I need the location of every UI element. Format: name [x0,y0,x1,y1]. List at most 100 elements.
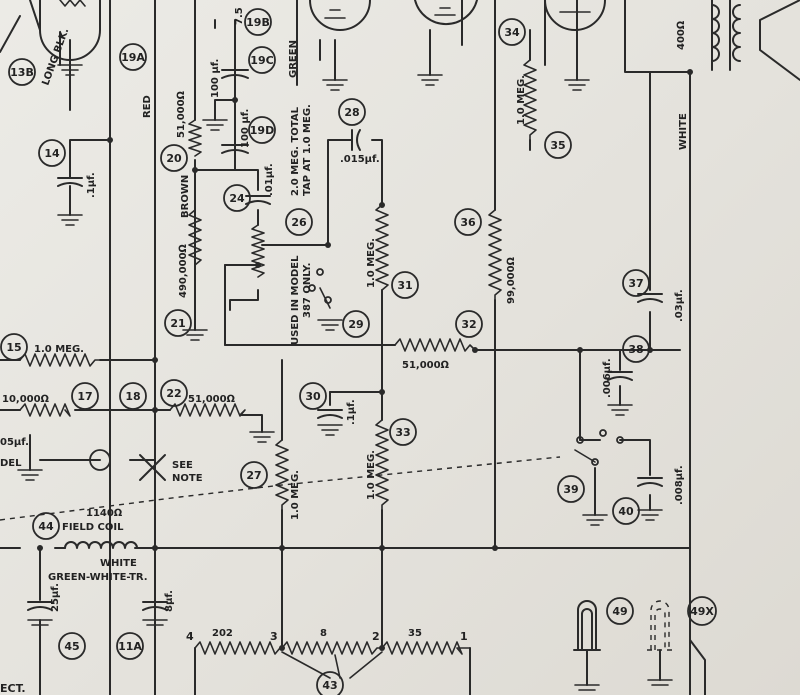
ref-11a: 11A [118,640,142,653]
label-used-note1: USED IN MODEL [290,255,301,345]
label-tap2: 2 [372,630,380,643]
label-r-top: 7.5 [234,7,245,25]
ref-44: 44 [38,520,54,533]
label-r8: 8 [320,628,327,639]
lamp-49x [647,600,673,651]
lamp-49 [573,600,601,651]
resistor-22 [169,403,246,417]
ref-22: 22 [166,387,181,400]
label-used-note2: 387 ONLY. [302,263,313,318]
label-long-blk: LONG BLK. [40,27,71,87]
ref-19b: 19B [246,16,270,29]
resistor-top [59,0,86,7]
label-r21: 490,000Ω [178,243,189,298]
resistor-32 [394,338,476,352]
ref-30: 30 [305,390,321,403]
ref-32: 32 [461,318,476,331]
capacitor-19d [221,144,249,154]
label-r400: 400Ω [676,20,687,50]
ref-36: 36 [460,216,476,229]
resistor-21 [188,209,202,281]
capacitor-14 [57,177,83,187]
ref-19c: 19C [250,54,273,67]
label-c28: .015μf. [340,154,380,165]
ref-24: 24 [229,192,245,205]
ref-43: 43 [322,679,337,692]
label-tap4: 4 [186,630,194,643]
resistor-202 [194,641,283,655]
resistor-20 [188,119,202,157]
label-r32: 51,000Ω [402,360,450,371]
ref-49x: 49X [690,605,714,618]
pilot-lamps [573,600,673,651]
ref-29: 29 [348,318,363,331]
field-coil-winding [64,541,138,549]
capacitor-30 [317,409,343,419]
resistor-36 [488,209,502,301]
capacitors [27,69,663,611]
ref-38: 38 [628,343,643,356]
label-r27: 1.0 MEG. [290,470,301,520]
ref-21: 21 [170,317,185,330]
label-r15: 1.0 MEG. [34,344,84,355]
ref-20: 20 [166,152,182,165]
ref-40: 40 [618,505,634,518]
label-r26-note2: TAP AT 1.0 MEG. [302,104,313,196]
label-r31: 1.0 MEG. [366,238,377,288]
output-transformer [711,0,741,71]
resistors [19,0,537,655]
ref-13b: 13B [10,66,34,79]
switches [89,268,624,481]
label-cap05: 05μf. [0,437,29,448]
ref-33: 33 [395,426,410,439]
label-cap-100b: 100 μf. [240,109,251,148]
label-c38: .006μf. [602,358,613,398]
capacitor-19c [221,69,249,79]
label-note: NOTE [172,473,203,484]
label-green: GREEN [288,40,299,78]
label-c24: .01μf. [264,163,275,196]
label-r35-ohm: 35 [408,628,422,639]
label-see: SEE [172,460,193,471]
label-c37: .03μf. [674,289,685,322]
label-del: DEL [0,458,22,469]
label-r22: 51,000Ω [188,394,236,405]
resistor-26 [251,224,265,278]
capacitor-45 [27,601,53,611]
ref-49: 49 [612,605,627,618]
ref-14: 14 [44,147,60,160]
label-tap1: 1 [460,630,468,643]
label-red: RED [142,95,153,118]
label-r20: 51,000Ω [176,90,187,138]
resistor-10000 [19,403,71,417]
resistor-35-ohm [381,641,471,655]
capacitor-40 [637,477,663,487]
capacitor-38 [607,371,633,381]
capacitor-11a [142,601,168,611]
ref-18: 18 [125,390,140,403]
label-white-field: WHITE [100,558,137,569]
ground-symbols [17,64,673,691]
reference-circles [0,8,717,695]
label-field-val: 1140Ω [86,508,123,519]
ref-31: 31 [397,279,412,292]
ref-28: 28 [344,106,359,119]
label-r202: 202 [212,628,233,639]
label-r33: 1.0 MEG. [366,450,377,500]
ref-45: 45 [64,640,79,653]
coils [64,0,800,549]
label-c30: .1μf. [346,399,357,425]
label-brown: BROWN [180,175,191,218]
resistor-31 [375,204,389,291]
resistor-33 [375,419,389,511]
ref-34: 34 [504,26,520,39]
gang-dashed-line [0,456,561,521]
label-cap8: 8μf. [164,590,175,612]
wiring [0,0,706,695]
tap-arrows [281,651,383,679]
junction-dots [37,69,693,651]
ref-35: 35 [550,139,565,152]
label-r26-note1: 2.0 MEG. TOTAL [290,106,301,196]
